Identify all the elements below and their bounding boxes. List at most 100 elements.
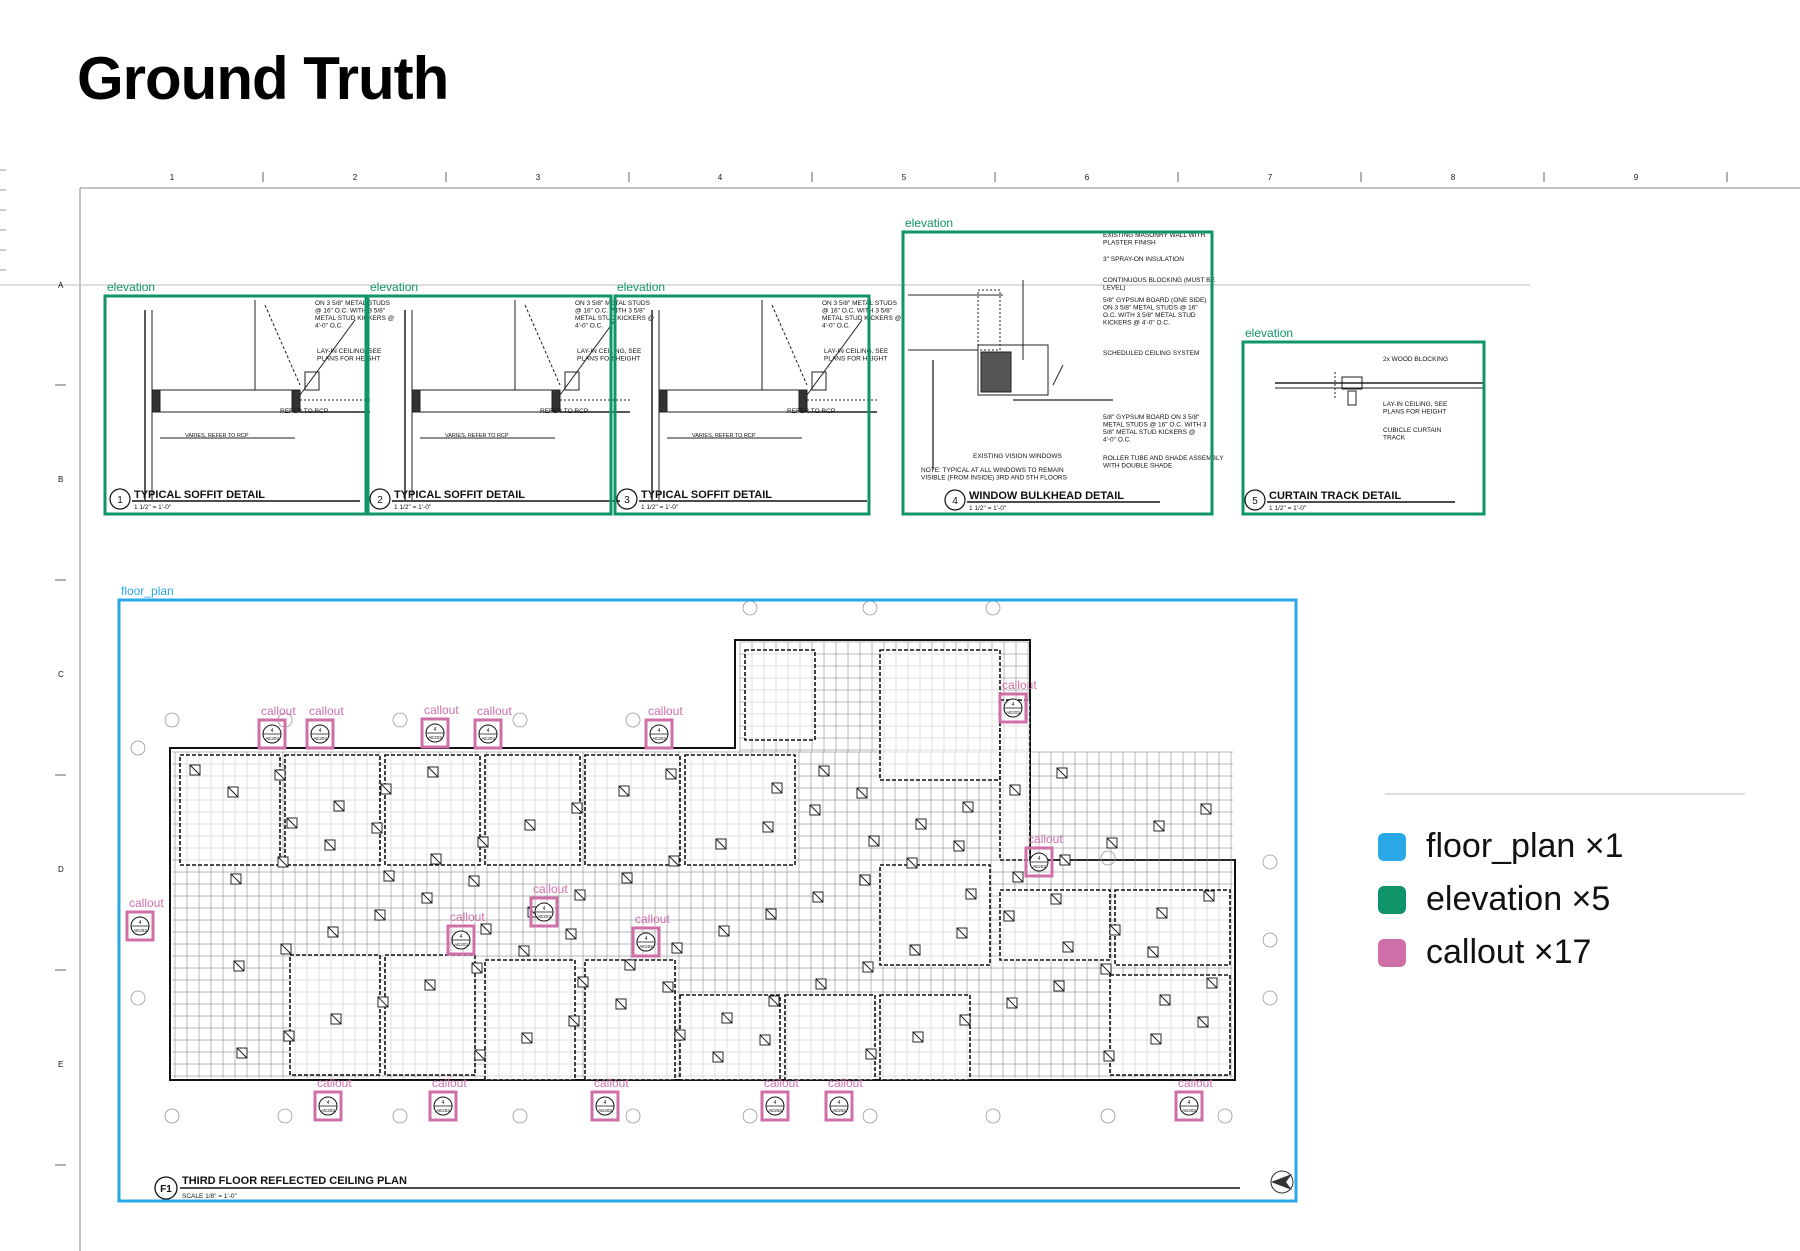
callout-box bbox=[428, 1090, 458, 1122]
grid-row-label: E bbox=[58, 1060, 63, 1069]
column-bubble bbox=[862, 1108, 878, 1124]
detail-title: TYPICAL SOFFIT DETAIL bbox=[134, 489, 265, 501]
callout-code: AE203 bbox=[313, 736, 327, 741]
callout-box bbox=[420, 717, 450, 749]
detail-note-text: PLANS FOR HEIGHT bbox=[317, 356, 380, 363]
column-bubble bbox=[625, 712, 641, 728]
callout-box bbox=[257, 718, 287, 750]
room bbox=[484, 959, 576, 1081]
detail-note-text: 3" SPRAY-ON INSULATION bbox=[1103, 256, 1184, 263]
column-bubble bbox=[277, 1108, 293, 1124]
detail-number: 1 bbox=[117, 495, 123, 506]
detail-note-text: 5/8" GYPSUM BOARD ON 3 5/8" bbox=[1103, 414, 1200, 421]
callout-number: 4 bbox=[543, 906, 546, 912]
callout-box-label: callout bbox=[764, 1076, 799, 1090]
plan-scale: SCALE 1/8" = 1'-0" bbox=[182, 1193, 238, 1200]
detail-note-text: 4'-0" O.C. bbox=[1103, 437, 1131, 444]
legend-swatch bbox=[1378, 832, 1406, 861]
detail-scale: 1 1/2" = 1'-0" bbox=[1269, 505, 1307, 512]
room bbox=[484, 754, 581, 866]
detail-note-text: VARIES, REFER TO RCP bbox=[445, 433, 509, 439]
callout-box-label: callout bbox=[828, 1076, 863, 1090]
callout-number: 4 bbox=[139, 920, 142, 926]
callout-code: AE203 bbox=[537, 914, 551, 919]
detail-note-text: REFER TO RCP bbox=[787, 408, 835, 415]
room bbox=[1114, 889, 1231, 966]
sheet-border bbox=[0, 187, 1800, 1251]
callout-code: AE203 bbox=[133, 928, 147, 933]
detail-scale: 1 1/2" = 1'-0" bbox=[134, 504, 172, 511]
detail-number: 3 bbox=[624, 495, 630, 506]
detail-scale: 1 1/2" = 1'-0" bbox=[969, 505, 1007, 512]
legend-divider bbox=[1385, 793, 1745, 795]
column-bubble bbox=[1262, 990, 1278, 1006]
detail-note-text: REFER TO RCP bbox=[540, 408, 588, 415]
callout-box-label: callout bbox=[317, 1076, 352, 1090]
detail-note-text: LAY-IN CEILING, SEE bbox=[317, 348, 382, 355]
callout-box-label: callout bbox=[450, 910, 485, 924]
column-bubble bbox=[1100, 1108, 1116, 1124]
detail-note-text: PLANS FOR HEIGHT bbox=[1383, 409, 1446, 416]
detail-note-text: METAL STUDS @ 16" O.C. WITH 3 bbox=[1103, 422, 1207, 429]
grid-column-label: 1 bbox=[170, 173, 175, 182]
column-bubble bbox=[512, 712, 528, 728]
detail-note-text: PLANS FOR HEIGHT bbox=[824, 356, 887, 363]
detail-note-text: VARIES, REFER TO RCP bbox=[185, 433, 249, 439]
column-bubble bbox=[130, 740, 146, 756]
room bbox=[1109, 974, 1231, 1076]
callout-number: 4 bbox=[658, 728, 661, 734]
column-bubble bbox=[130, 990, 146, 1006]
gutter-ticks bbox=[0, 169, 6, 271]
grid-column-label: 2 bbox=[353, 173, 358, 182]
elevation-box-label: elevation bbox=[1245, 326, 1293, 340]
plan-tag: F1 bbox=[160, 1184, 172, 1195]
detail-number-circle bbox=[109, 488, 131, 510]
elevation-box-label: elevation bbox=[370, 280, 418, 294]
detail-note-text: LAY-IN CEILING, SEE bbox=[1383, 401, 1448, 408]
room bbox=[879, 864, 991, 966]
elevation-box-label: elevation bbox=[107, 280, 155, 294]
grid-row-label: D bbox=[58, 865, 64, 874]
detail-number-circle bbox=[944, 489, 966, 511]
callout-number: 4 bbox=[442, 1100, 445, 1106]
detail-note-text: CONTINUOUS BLOCKING (MUST BE bbox=[1103, 277, 1216, 284]
callout-code: AE203 bbox=[265, 736, 279, 741]
elevation-box bbox=[1241, 340, 1486, 516]
column-bubble bbox=[1262, 854, 1278, 870]
floor-plan-box-label: floor_plan bbox=[121, 584, 174, 598]
callout-box bbox=[473, 718, 503, 750]
callout-box bbox=[760, 1090, 790, 1122]
detail-note-text: KICKERS @ 4'-0" O.C. bbox=[1103, 320, 1170, 327]
detail-note-text: CUBICLE CURTAIN bbox=[1383, 427, 1442, 434]
elevation-box bbox=[901, 230, 1214, 516]
callout-number: 4 bbox=[271, 728, 274, 734]
callout-code: AE203 bbox=[1006, 710, 1020, 715]
callout-code: AE203 bbox=[832, 1108, 846, 1113]
detail-note-text: NOTE: TYPICAL AT ALL WINDOWS TO REMAIN bbox=[921, 467, 1064, 474]
callout-box bbox=[1024, 846, 1054, 878]
page-title: Ground Truth bbox=[77, 45, 449, 112]
detail-note-text: WITH DOUBLE SHADE bbox=[1103, 463, 1173, 470]
detail-note-text: ON 3 5/8" METAL STUDS bbox=[575, 300, 651, 307]
column-bubble bbox=[985, 1108, 1001, 1124]
callout-box-label: callout bbox=[635, 912, 670, 926]
detail-note-text: PLASTER FINISH bbox=[1103, 240, 1156, 247]
room bbox=[784, 994, 876, 1081]
grid-column-label: 4 bbox=[718, 173, 723, 182]
legend-swatch bbox=[1378, 885, 1406, 914]
legend-item-callout: callout ×17 bbox=[1378, 926, 1624, 979]
callout-box-label: callout bbox=[1002, 678, 1037, 692]
callout-box-label: callout bbox=[648, 704, 683, 718]
detail-note-text: 5/8" METAL STUD KICKERS @ bbox=[1103, 429, 1196, 436]
callout-box bbox=[446, 924, 476, 956]
grid-column-label: 5 bbox=[902, 173, 907, 182]
detail-note-text: EXISTING MASONRY WALL WITH bbox=[1103, 232, 1206, 239]
callout-number: 4 bbox=[1012, 702, 1015, 708]
detail-note-text: METAL STUD KICKERS @ bbox=[822, 315, 902, 322]
room bbox=[584, 959, 676, 1081]
